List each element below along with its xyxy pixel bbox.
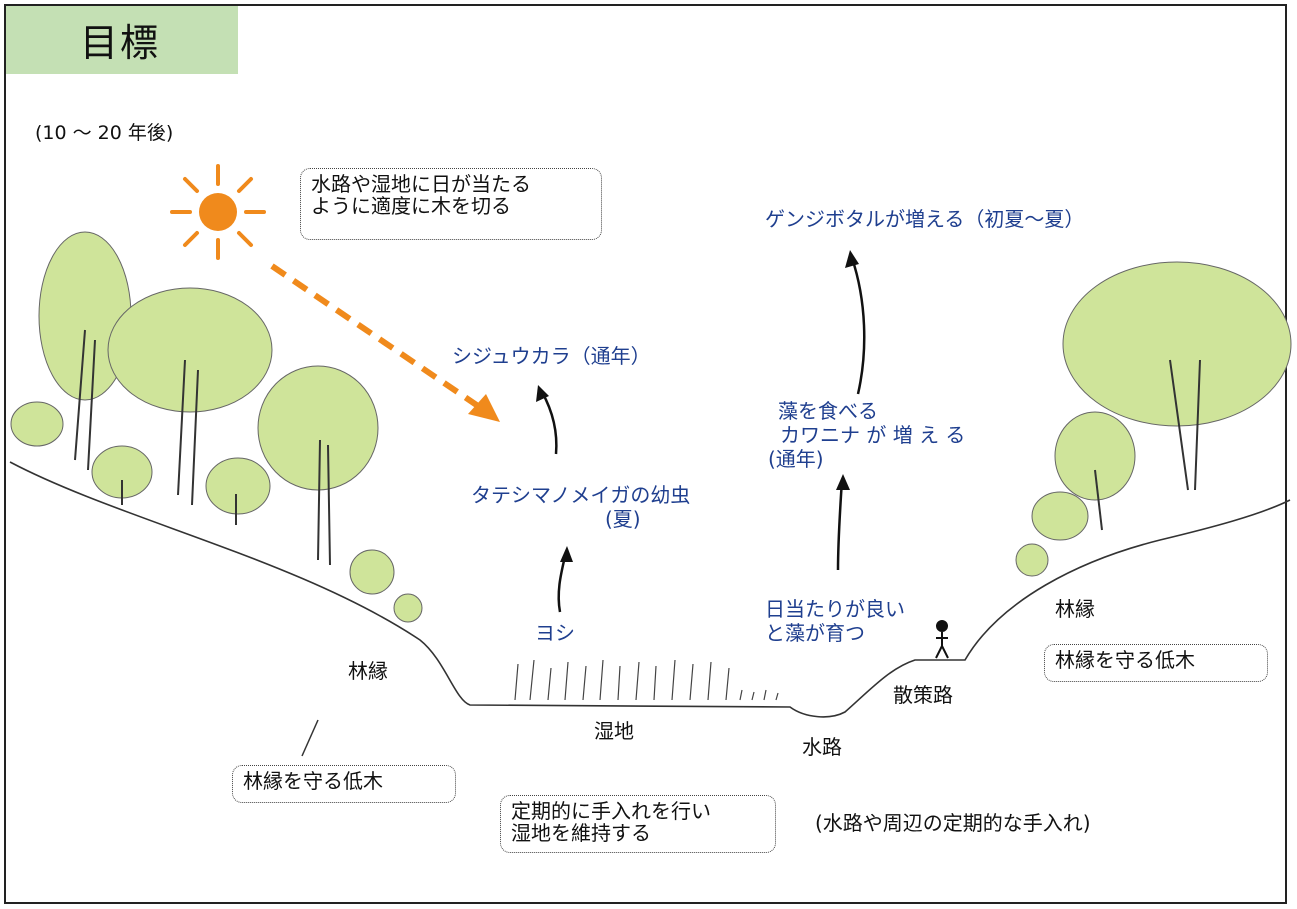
wetland-care-line2: 湿地を維持する xyxy=(511,821,651,846)
left-forest-edge-label: 林縁 xyxy=(348,659,388,683)
waterway-care-label: (水路や周辺の定期的な手入れ) xyxy=(815,811,1091,835)
snail-label-line3: (通年) xyxy=(768,447,824,471)
page-title: 目標 xyxy=(80,21,161,65)
wetland-care-box: 定期的に手入れを行い 湿地を維持する xyxy=(500,795,776,853)
left-forest xyxy=(10,231,423,623)
larva-label-line1: タテシマノメイガの幼虫 xyxy=(471,483,691,507)
period-label: (10 ～ 20 年後) xyxy=(35,122,174,144)
sunlight-arrowhead xyxy=(468,394,500,422)
chain-arrowheads xyxy=(536,250,859,562)
waterway-label: 水路 xyxy=(802,735,842,759)
yoshi-label: ヨシ xyxy=(535,621,575,645)
right-low-trees-box: 林縁を守る低木 xyxy=(1044,644,1268,682)
sunlight-arrow xyxy=(270,263,480,409)
left-tree-trunks xyxy=(74,329,331,566)
right-forest xyxy=(1015,261,1292,577)
firefly-label: ゲンジボタルが増える（初夏～夏） xyxy=(765,207,1085,231)
right-forest-edge-label: 林縁 xyxy=(1055,597,1095,621)
title-tab xyxy=(6,6,238,74)
diagram-frame xyxy=(4,4,1287,904)
sun-note-box: 水路や湿地に日が当たる ように適度に木を切る xyxy=(300,168,602,240)
wetland-label: 湿地 xyxy=(594,719,634,743)
left-low-trees-box: 林縁を守る低木 xyxy=(232,765,456,803)
larva-label-line2: (夏) xyxy=(605,507,641,531)
callout-leader xyxy=(301,719,319,757)
snail-label-line1: 藻を食べる xyxy=(778,399,878,423)
sun-icon xyxy=(170,164,266,260)
reed-bed xyxy=(514,659,779,701)
ground-profile xyxy=(9,461,1291,718)
path-label: 散策路 xyxy=(893,683,953,707)
right-low-trees-text: 林縁を守る低木 xyxy=(1055,648,1195,672)
left-low-trees-text: 林縁を守る低木 xyxy=(243,769,383,793)
sun-note-line1: 水路や湿地に日が当たる xyxy=(311,172,531,196)
tit-label: シジュウカラ（通年） xyxy=(452,344,651,368)
right-tree-trunks xyxy=(1094,359,1201,531)
sun-good-label-line2: と藻が育つ xyxy=(765,621,865,645)
sun-note-line2: ように適度に木を切る xyxy=(311,194,511,219)
walker-icon xyxy=(935,620,949,659)
snail-label-line2: カワニナ が 増 え る xyxy=(780,423,966,447)
sun-good-label-line1: 日当たりが良い xyxy=(765,597,905,621)
wetland-care-line1: 定期的に手入れを行い xyxy=(511,799,711,823)
